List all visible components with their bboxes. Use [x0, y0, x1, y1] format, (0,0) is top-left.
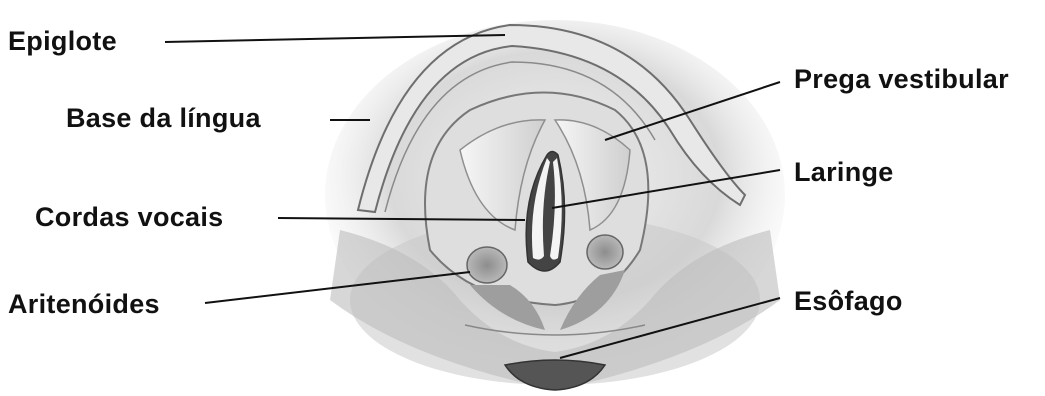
label-laringe: Laringe: [794, 159, 894, 186]
label-epiglote: Epiglote: [8, 28, 117, 55]
label-base-lingua: Base da língua: [66, 105, 261, 132]
label-cordas-vocais: Cordas vocais: [35, 204, 223, 231]
label-esofago: Esôfago: [794, 288, 903, 315]
label-aritenoides: Aritenóides: [8, 291, 160, 318]
label-prega-vestibular: Prega vestibular: [794, 66, 1009, 93]
